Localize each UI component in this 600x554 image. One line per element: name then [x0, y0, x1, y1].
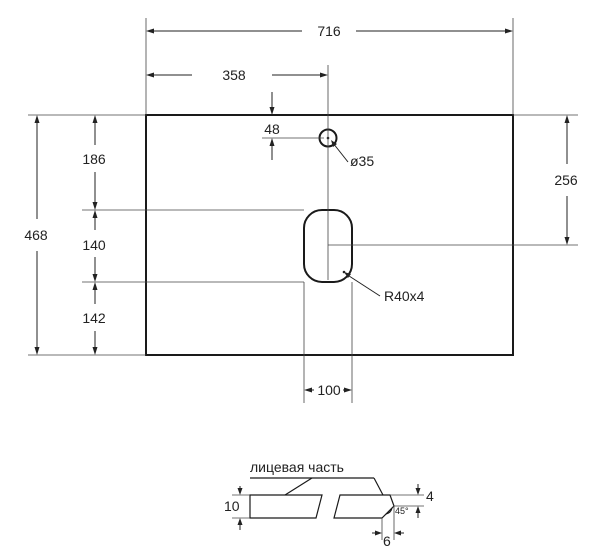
corner-radius-label: R40x4: [384, 288, 425, 304]
profile-section-right: [333, 494, 395, 519]
dim-overall-width-label: 716: [317, 23, 341, 39]
face-side-label: лицевая часть: [250, 459, 344, 475]
dim-cutout-width: 100: [303, 282, 353, 403]
dim-cutout-height-label: 140: [82, 237, 106, 253]
top-view: [145, 114, 514, 356]
hole-diameter-label: ø35: [350, 153, 374, 169]
dim-overall-height: 468: [24, 114, 146, 356]
dim-cutout-width-label: 100: [317, 382, 341, 398]
countertop-outline: [145, 114, 514, 356]
profile-chamfer-label: 6: [383, 533, 391, 549]
leader-hole-diameter: ø35: [331, 140, 374, 169]
profile-section-left: [249, 494, 323, 519]
dim-center-offset: 358: [146, 65, 329, 280]
dim-hole-offset: 48: [262, 92, 324, 160]
dim-hole-to-cutout-label: 256: [554, 172, 578, 188]
dim-overall-width: 716: [145, 18, 514, 115]
dim-chain-left: 186 140 142: [82, 115, 304, 355]
dim-center-offset-label: 358: [222, 67, 246, 83]
leader-corner-radius: R40x4: [344, 272, 425, 304]
dim-hole-offset-label: 48: [264, 121, 280, 137]
dim-bottom-section-label: 142: [82, 310, 106, 326]
dim-top-section-label: 186: [82, 151, 106, 167]
profile-step-label: 4: [426, 488, 434, 504]
edge-profile: лицевая часть 10 4 45° 6: [224, 459, 434, 549]
dim-hole-to-cutout: 256: [328, 114, 578, 246]
profile-angle-label: 45°: [395, 506, 409, 516]
dim-overall-height-label: 468: [24, 227, 48, 243]
profile-thickness-label: 10: [224, 498, 240, 514]
